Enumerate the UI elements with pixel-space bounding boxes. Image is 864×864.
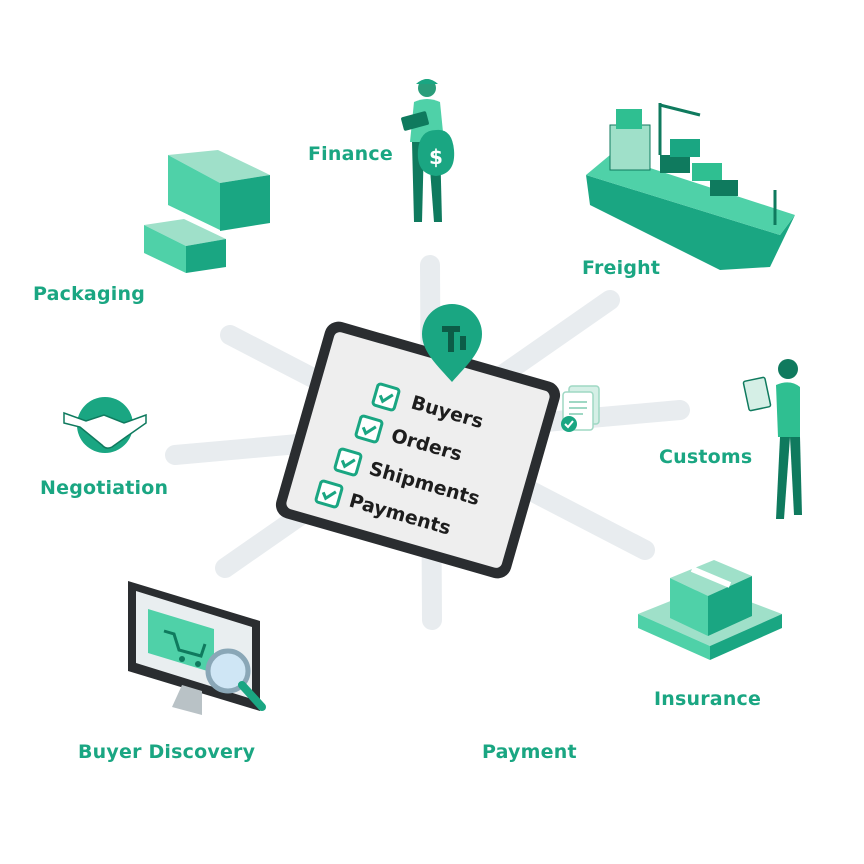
label-payment: Payment xyxy=(482,741,577,763)
documents-check-icon xyxy=(561,385,600,432)
magnifier-icon xyxy=(205,648,266,711)
label-freight: Freight xyxy=(582,257,661,279)
label-finance: Finance xyxy=(308,143,393,165)
monitor-cart-icon xyxy=(128,581,266,715)
checkbox-icon xyxy=(354,414,384,444)
checkbox-icon xyxy=(314,479,344,509)
person-money-bag-icon: $ xyxy=(401,79,455,222)
label-packaging: Packaging xyxy=(33,283,145,305)
checkbox-icon xyxy=(371,382,401,412)
location-pin-icon xyxy=(422,304,482,382)
cargo-ship-icon xyxy=(586,103,795,270)
label-buyer-discovery: Buyer Discovery xyxy=(78,741,256,763)
label-insurance: Insurance xyxy=(654,688,762,710)
label-customs: Customs xyxy=(659,446,753,468)
svg-text:$: $ xyxy=(429,145,443,169)
handshake-icon xyxy=(63,397,147,453)
label-negotiation: Negotiation xyxy=(40,477,169,499)
checkbox-icon xyxy=(333,447,363,477)
person-clipboard-icon xyxy=(742,359,802,519)
boxes-icon xyxy=(144,150,270,273)
pallet-box-icon xyxy=(638,560,782,660)
